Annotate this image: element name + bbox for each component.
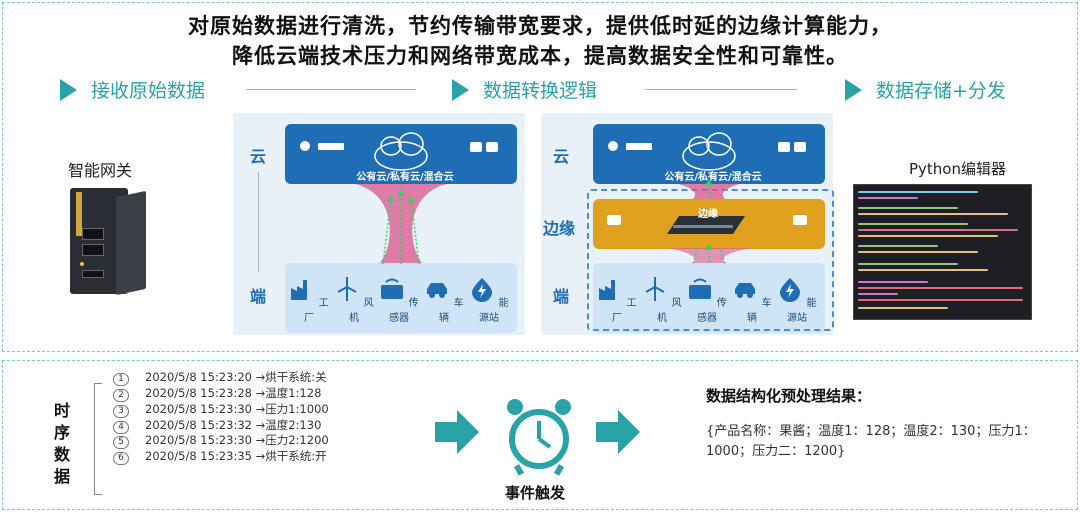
edge-caption: 边缘	[698, 209, 718, 220]
factory-icon	[291, 280, 308, 300]
stage-store: 数据存储+分发	[845, 76, 1006, 103]
bracket	[94, 383, 102, 495]
wind-turbine-icon	[337, 277, 357, 301]
data-funnel	[300, 132, 498, 265]
triangle-arrow-icon	[60, 78, 77, 101]
row-number: 5	[113, 436, 129, 449]
side-connector	[258, 172, 259, 272]
stage-label: 数据转换逻辑	[483, 80, 598, 102]
stage-connector	[645, 89, 797, 90]
cloud-caption: 公有云/私有云/混合云	[664, 172, 762, 183]
row-number: 2	[113, 389, 129, 402]
timeseries-title: 时 序 数 据	[53, 401, 70, 486]
energy-station-icon	[472, 278, 493, 302]
stage-receive: 接收原始数据	[60, 76, 205, 103]
triangle-arrow-icon	[845, 78, 862, 101]
row-number: 3	[113, 405, 129, 418]
cloud-caption: 公有云/私有云/混合云	[356, 172, 454, 183]
end-side-label: 端	[553, 287, 570, 306]
row-number: 4	[113, 421, 129, 434]
car-icon	[735, 283, 756, 298]
cloud-side-label: 云	[250, 147, 267, 166]
stage-label: 接收原始数据	[91, 80, 206, 102]
result-title: 数据结构化预处理结果：	[706, 387, 872, 405]
device-factory: 工厂	[597, 276, 637, 324]
headline-line-2: 降低云端技术压力和网络带宽成本，提高数据安全性和可靠性。	[232, 44, 848, 68]
car-icon	[427, 283, 448, 298]
device-car: 车辆	[424, 276, 464, 324]
stage-label: 数据存储+分发	[876, 80, 1006, 102]
trigger-label: 事件触发	[505, 484, 566, 502]
editor-label: Python编辑器	[909, 160, 1006, 178]
device-sensor: 传感器	[379, 276, 419, 324]
row-number: 1	[113, 373, 129, 386]
device-wind: 风机	[334, 276, 374, 324]
sensor-icon	[381, 278, 404, 299]
cloud-bar	[593, 124, 825, 184]
alarm-clock-icon	[507, 399, 571, 475]
flow-arrow-icon	[596, 410, 640, 454]
result-text: {产品名称：果酱；温度1：128；温度2：130；压力1：1000；压力二：12…	[706, 424, 1036, 459]
stage-connector	[246, 89, 416, 90]
factory-icon	[599, 280, 616, 300]
device-energy: 能源站	[469, 276, 509, 324]
device-sensor: 传感器	[687, 276, 727, 324]
gateway-label: 智能网关	[68, 161, 133, 180]
edge-funnel	[607, 132, 807, 265]
headline-line-1: 对原始数据进行清洗，节约传输带宽要求，提供低时延的边缘计算能力，	[188, 14, 892, 38]
cloud-bar	[285, 124, 517, 184]
wind-turbine-icon	[645, 277, 665, 301]
device-wind: 风机	[642, 276, 682, 324]
cloud-side-label: 云	[553, 147, 570, 166]
flow-arrow-icon	[435, 410, 479, 454]
device-car: 车辆	[732, 276, 772, 324]
stage-transform: 数据转换逻辑	[452, 76, 597, 103]
gateway-device-icon	[70, 188, 146, 296]
sensor-icon	[689, 278, 712, 299]
edge-side-label: 边缘	[543, 219, 576, 238]
python-editor-screenshot	[853, 184, 1032, 320]
end-side-label: 端	[250, 287, 267, 306]
device-energy: 能源站	[777, 276, 817, 324]
energy-station-icon	[780, 278, 801, 302]
triangle-arrow-icon	[452, 78, 469, 101]
row-number: 6	[113, 452, 129, 465]
device-factory: 工厂	[289, 276, 329, 324]
